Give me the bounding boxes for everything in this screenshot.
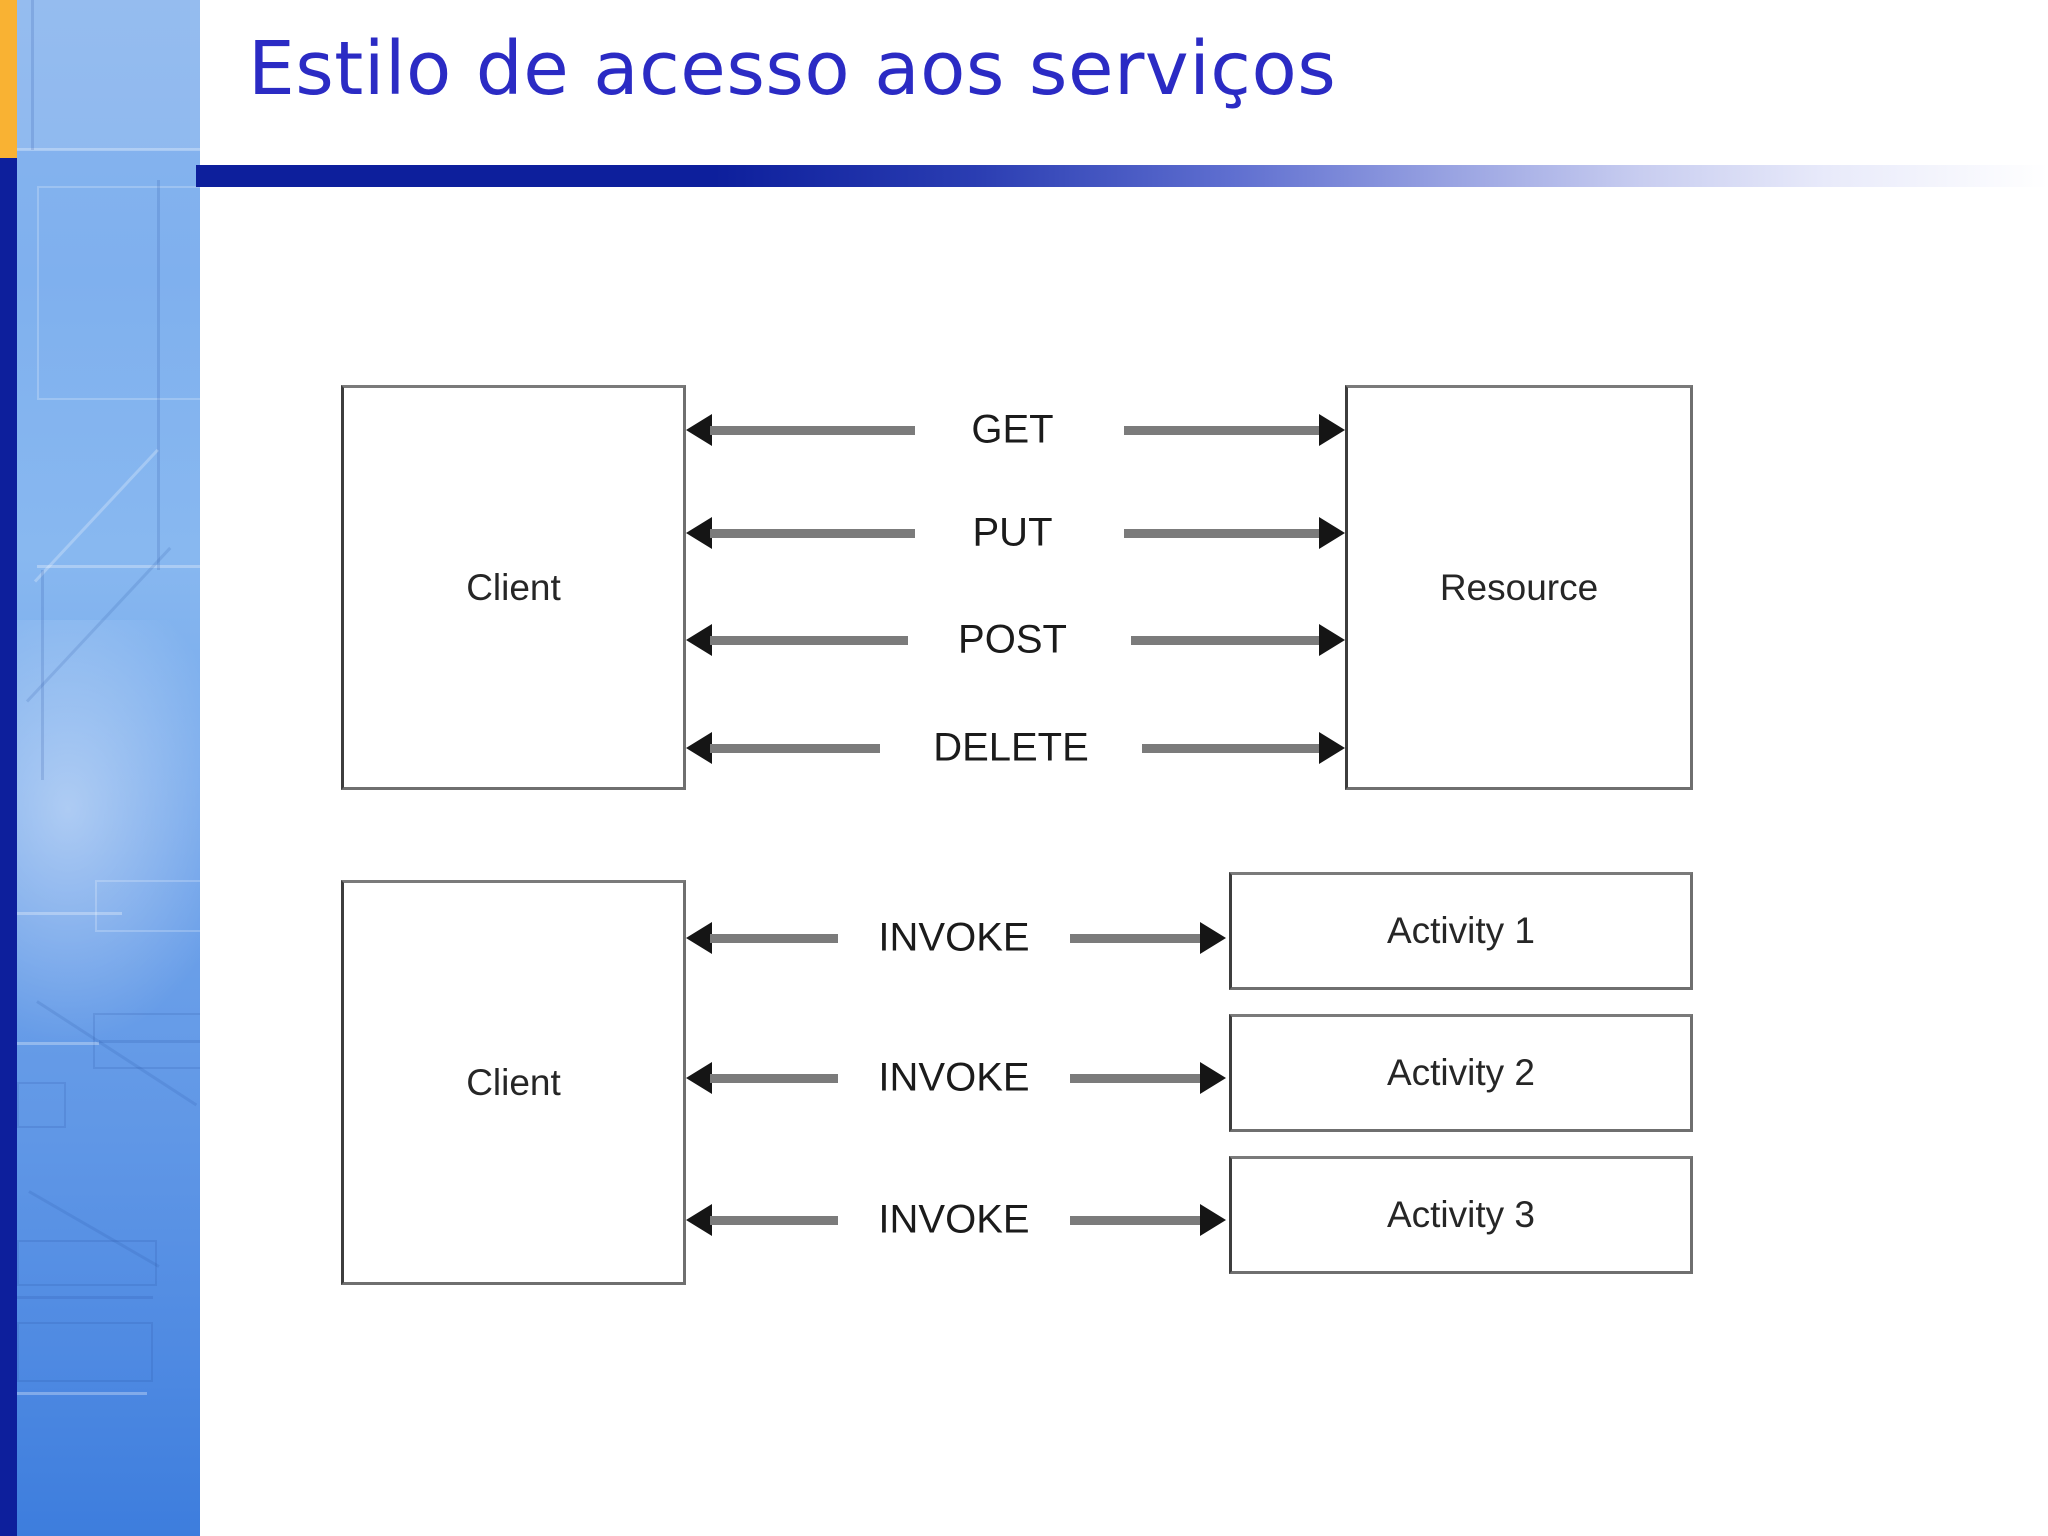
rest-resource-box: Resource (1345, 385, 1693, 790)
arrow-shaft-left (710, 426, 915, 435)
sidebar-accent-bar (0, 0, 17, 158)
rest-operation-label-post: POST (958, 617, 1067, 662)
rest-operation-label-get: GET (971, 407, 1054, 452)
sidebar-shape-1 (17, 0, 200, 150)
arrow-head-right-icon (1319, 732, 1345, 764)
sidebar-line-5 (41, 570, 44, 780)
sidebar-stripe-bar (0, 158, 17, 1536)
sidebar-line-7 (17, 1042, 99, 1045)
arrow-head-right-icon (1319, 517, 1345, 549)
arrow-head-left-icon (686, 624, 712, 656)
service-operation-label-1: INVOKE (878, 915, 1030, 960)
service-activity-box-3: Activity 3 (1229, 1156, 1693, 1274)
service-operation-row-2: INVOKE (686, 1050, 1226, 1106)
arrow-head-left-icon (686, 922, 712, 954)
slide-title: Estilo de acesso aos serviços (248, 26, 1337, 112)
service-operation-row-3: INVOKE (686, 1192, 1226, 1248)
arrow-shaft-right (1070, 934, 1200, 943)
sidebar-shape-2 (37, 186, 200, 400)
sidebar-shape-7 (17, 1322, 153, 1382)
rest-operation-label-delete: DELETE (933, 725, 1089, 770)
rest-operation-row-post: POST (686, 612, 1345, 668)
arrow-shaft-right (1070, 1074, 1200, 1083)
arrow-head-right-icon (1319, 414, 1345, 446)
sidebar-line-6 (17, 912, 122, 915)
sidebar-glow (17, 620, 200, 1040)
service-activity-box-1: Activity 1 (1229, 872, 1693, 990)
arrow-shaft-left (710, 1074, 838, 1083)
sidebar-shape-5 (17, 1082, 66, 1128)
sidebar-line-3 (37, 565, 200, 568)
service-client-label: Client (466, 1061, 561, 1103)
rest-resource-label: Resource (1439, 566, 1599, 608)
service-operation-label-2: INVOKE (878, 1055, 1030, 1100)
service-activity-label-1: Activity 1 (1386, 910, 1536, 951)
arrow-shaft-left (710, 1216, 838, 1225)
slide-sidebar-decoration (0, 0, 200, 1536)
rest-client-box: Client (341, 385, 686, 790)
service-operation-label-3: INVOKE (878, 1197, 1030, 1242)
arrow-head-right-icon (1200, 922, 1226, 954)
service-operation-row-1: INVOKE (686, 910, 1226, 966)
arrow-shaft-right (1124, 426, 1319, 435)
sidebar-line-4 (157, 180, 160, 570)
arrow-head-left-icon (686, 1204, 712, 1236)
arrow-shaft-right (1142, 744, 1319, 753)
rest-operation-row-put: PUT (686, 505, 1345, 561)
rest-client-label: Client (466, 566, 561, 608)
rest-operation-row-get: GET (686, 402, 1345, 458)
arrow-head-left-icon (686, 517, 712, 549)
arrow-shaft-left (710, 934, 838, 943)
sidebar-shape-3 (95, 880, 200, 932)
arrow-shaft-left (710, 529, 915, 538)
title-underline-rule (196, 165, 2048, 187)
rest-operation-label-put: PUT (972, 510, 1053, 555)
sidebar-line-8 (99, 1040, 200, 1043)
sidebar-line-2 (31, 0, 34, 150)
sidebar-line-9 (17, 1296, 153, 1299)
arrow-head-left-icon (686, 732, 712, 764)
arrow-shaft-left (710, 636, 908, 645)
arrow-head-left-icon (686, 1062, 712, 1094)
arrow-head-right-icon (1200, 1062, 1226, 1094)
arrow-shaft-left (710, 744, 880, 753)
service-activity-box-2: Activity 2 (1229, 1014, 1693, 1132)
service-client-box: Client (341, 880, 686, 1285)
arrow-head-left-icon (686, 414, 712, 446)
sidebar-shape-4 (93, 1013, 200, 1069)
sidebar-line-10 (17, 1392, 147, 1395)
service-activity-label-3: Activity 3 (1386, 1194, 1536, 1235)
service-activity-label-2: Activity 2 (1386, 1052, 1536, 1093)
sidebar-line-1 (17, 148, 200, 151)
arrow-shaft-right (1131, 636, 1319, 645)
sidebar-shape-6 (17, 1240, 157, 1286)
rest-operation-row-delete: DELETE (686, 720, 1345, 776)
arrow-shaft-right (1070, 1216, 1200, 1225)
arrow-head-right-icon (1200, 1204, 1226, 1236)
arrow-shaft-right (1124, 529, 1319, 538)
arrow-head-right-icon (1319, 624, 1345, 656)
sidebar-gradient-panel (17, 0, 200, 1536)
